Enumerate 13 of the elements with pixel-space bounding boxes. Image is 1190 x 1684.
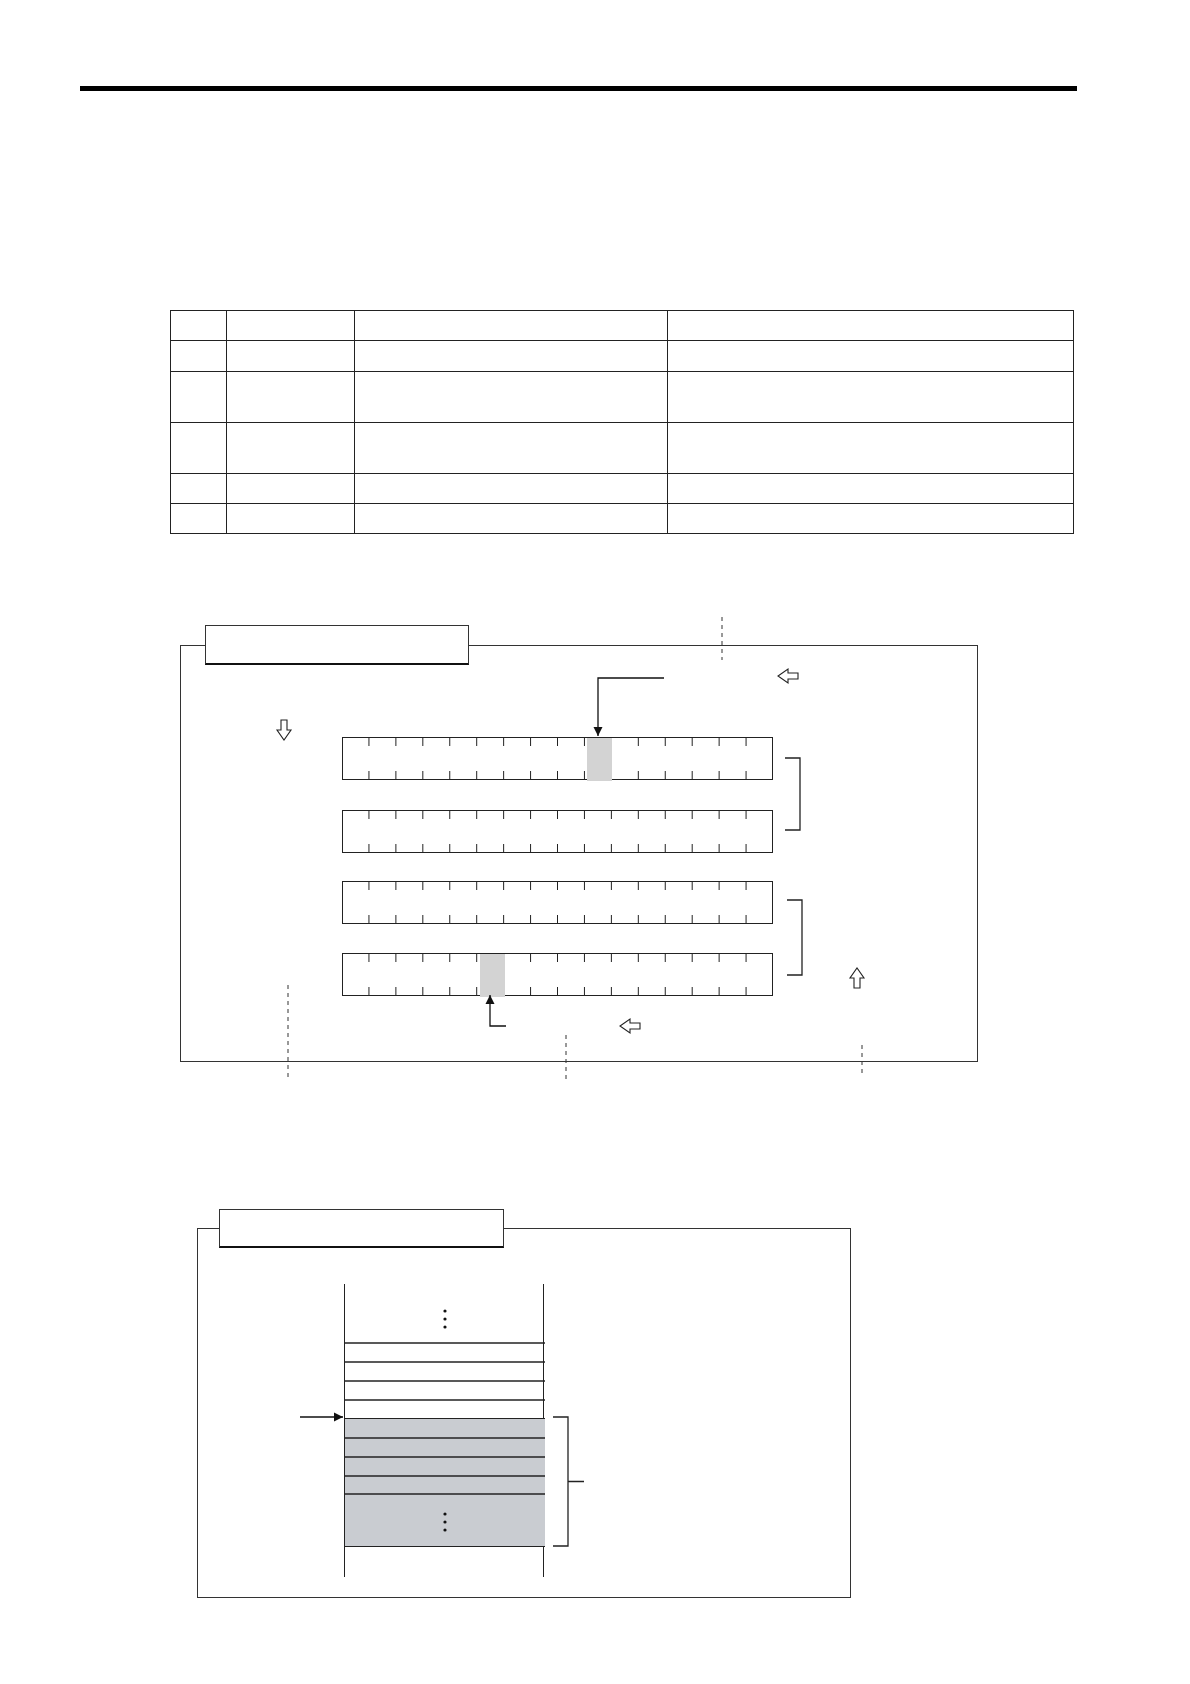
shaded-area (345, 1418, 545, 1547)
title-tab (205, 625, 469, 665)
register-row (342, 953, 773, 996)
shaded-cell (587, 738, 612, 781)
shaded-cell (480, 954, 505, 997)
register-row (342, 810, 773, 853)
arrow (299, 1412, 344, 1422)
title-tab (219, 1209, 504, 1248)
arrow (485, 994, 507, 1027)
register-row (342, 881, 773, 924)
memory-stack (344, 1284, 544, 1577)
register-row (342, 737, 773, 780)
arrow (593, 677, 665, 737)
